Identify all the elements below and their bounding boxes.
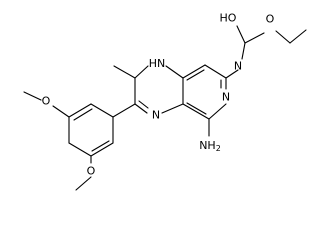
bond-lines <box>23 25 307 191</box>
amino-label: NH2 <box>199 139 221 153</box>
methoxy-oxygen-bottom-label: O <box>87 165 96 178</box>
hydroxyl-label: HO <box>220 12 237 25</box>
molecule-drawing: HO O N HN N N N NH2 O O <box>23 12 307 191</box>
ring-nitrogen-1-label: HN <box>149 57 166 70</box>
carbamate-oxygen-label: O <box>266 13 275 26</box>
methoxy-oxygen-top-label: O <box>42 95 51 108</box>
atom-labels: HO O N HN N N N NH2 O O <box>42 12 275 178</box>
pyridine-nitrogen-label: N <box>222 91 230 104</box>
structure-diagram: HO O N HN N N N NH2 O O <box>23 12 307 191</box>
carbamate-nitrogen-label: N <box>234 60 242 73</box>
ring-nitrogen-4-label: N <box>152 109 160 122</box>
